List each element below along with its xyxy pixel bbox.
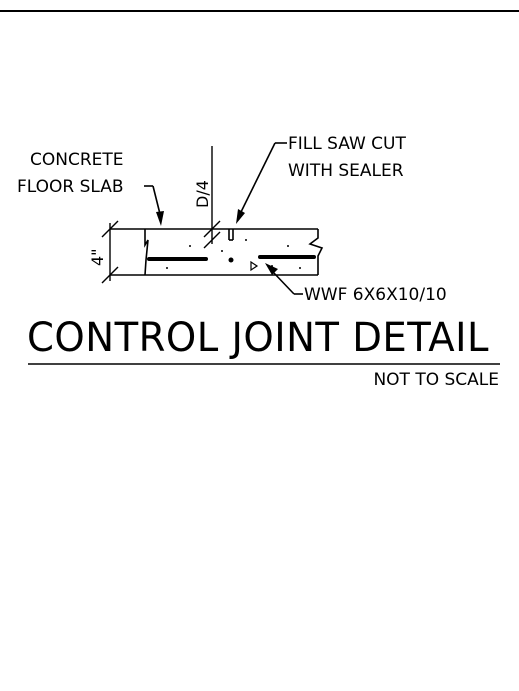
aggregate-specks [166, 239, 301, 269]
aggregate-triangle [250, 260, 259, 272]
mesh-dot [228, 257, 234, 263]
saw-label-line1: FILL SAW CUT [288, 134, 406, 154]
saw-cut [228, 229, 234, 241]
slab-leader [144, 185, 161, 215]
concrete-slab [144, 228, 324, 276]
wire-mesh [147, 255, 316, 261]
scale-note: NOT TO SCALE [373, 370, 499, 390]
depth-ratio-label: D/4 [193, 180, 212, 208]
depth-dimension [203, 146, 221, 249]
mesh-leader-arrow [265, 263, 278, 275]
mesh-leader [272, 271, 303, 295]
slab-label-line1: CONCRETE [30, 150, 124, 170]
thickness-dimension [101, 220, 145, 284]
slab-label-line2: FLOOR SLAB [17, 177, 124, 197]
saw-label-line2: WITH SEALER [288, 161, 404, 181]
thickness-label: 4" [88, 248, 107, 266]
saw-leader [240, 142, 287, 213]
mesh-label: WWF 6X6X10/10 [304, 285, 447, 305]
slab-leader-arrow [156, 211, 164, 226]
detail-title: CONTROL JOINT DETAIL [27, 315, 489, 361]
saw-leader-arrow [236, 209, 245, 224]
